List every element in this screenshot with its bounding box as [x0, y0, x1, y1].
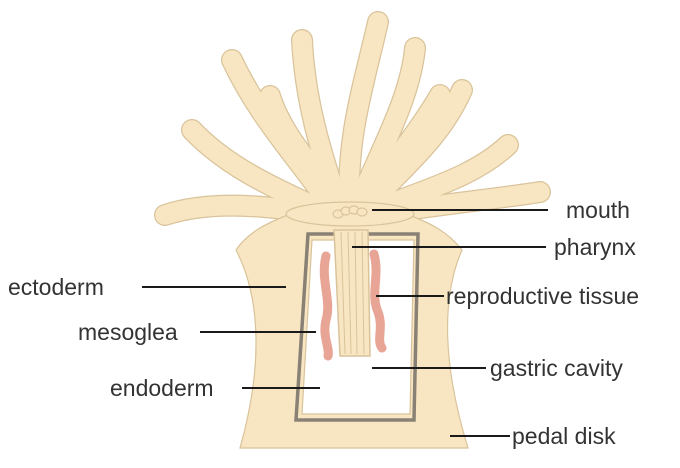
label-pharynx: pharynx — [554, 234, 636, 260]
label-gastric-cavity: gastric cavity — [490, 355, 623, 381]
label-ectoderm: ectoderm — [8, 274, 104, 300]
label-pedal-disk: pedal disk — [512, 423, 616, 449]
label-endoderm: endoderm — [110, 375, 214, 401]
tentacles — [165, 22, 540, 216]
pharynx-shape — [334, 230, 370, 356]
label-mesoglea: mesoglea — [78, 319, 178, 345]
label-reproductive-tissue: reproductive tissue — [446, 283, 639, 309]
label-mouth: mouth — [566, 197, 630, 223]
